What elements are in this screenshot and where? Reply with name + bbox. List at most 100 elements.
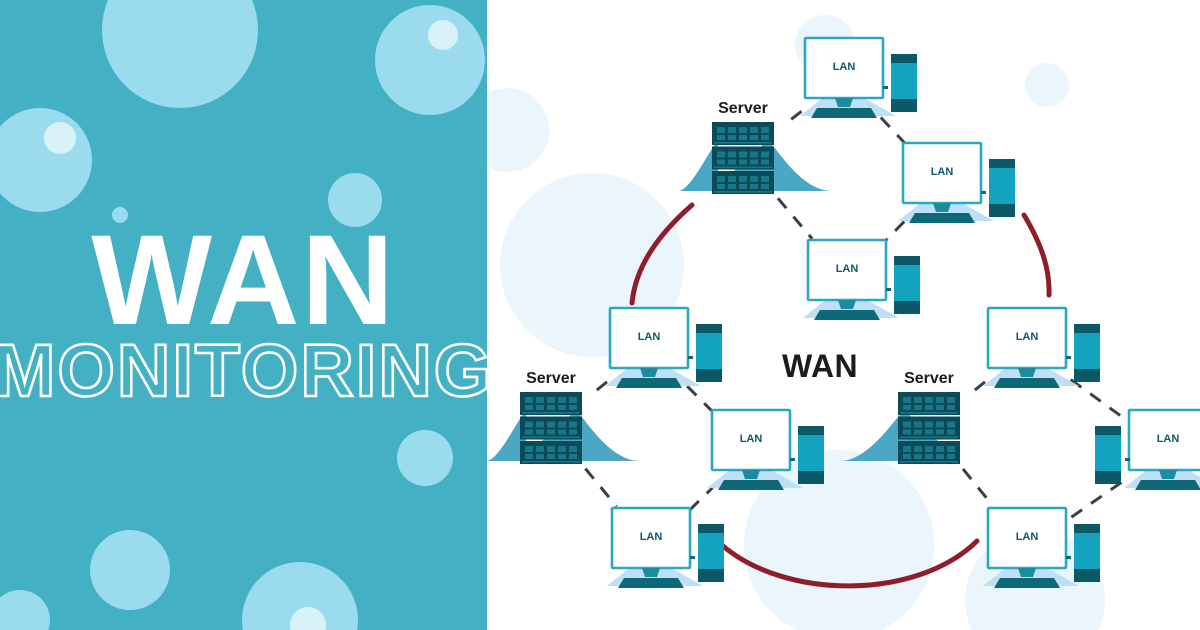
- tower-bottom-band: [1074, 569, 1100, 582]
- monitor-stand: [835, 98, 853, 107]
- dashed-link-2: [776, 197, 814, 240]
- monitor-stand: [933, 203, 951, 212]
- monitor-stand: [742, 470, 760, 479]
- lan-label: LAN: [1015, 531, 1039, 543]
- server-detail: [525, 446, 533, 452]
- server-detail: [761, 184, 769, 189]
- server-label: Server: [718, 100, 768, 117]
- cable-nub: [1066, 556, 1071, 559]
- server-detail: [925, 405, 933, 410]
- server-detail: [925, 429, 933, 435]
- bubble-5: [90, 530, 170, 610]
- server-detail: [739, 184, 747, 189]
- bubble-4: [328, 173, 382, 227]
- tower-top-band: [894, 256, 920, 265]
- bubble-highlight-7: [290, 607, 326, 630]
- bubble-highlight-1: [428, 20, 458, 50]
- server-detail: [936, 429, 944, 435]
- cable-nub: [883, 86, 888, 89]
- tower-bottom-band: [989, 204, 1015, 217]
- lan-label: LAN: [930, 166, 954, 178]
- cable-nub: [690, 556, 695, 559]
- server-detail: [914, 421, 922, 428]
- monitor-stand: [642, 568, 660, 577]
- server-detail: [936, 397, 944, 403]
- node-lan-upper-right: [898, 141, 1015, 223]
- page-title: WAN: [91, 209, 396, 353]
- cable-nub: [1066, 356, 1071, 359]
- server-detail: [569, 429, 577, 435]
- bubble-2: [0, 108, 92, 212]
- server-detail: [728, 176, 736, 182]
- server-detail: [914, 446, 922, 452]
- cable-nub: [790, 458, 795, 461]
- server-detail: [761, 176, 769, 182]
- bubble-highlight-2: [44, 122, 76, 154]
- lan-label: LAN: [637, 331, 661, 343]
- server-slot-line: [714, 166, 772, 169]
- bg-circle-3: [487, 88, 549, 172]
- tower-bottom-band: [891, 99, 917, 112]
- tower-top-band: [1074, 524, 1100, 533]
- server-detail: [903, 421, 911, 428]
- tower-top-band: [1074, 324, 1100, 333]
- server-unit-0: [898, 392, 960, 415]
- server-detail: [525, 429, 533, 435]
- server-detail: [947, 454, 955, 459]
- tower-top-band: [698, 524, 724, 533]
- monitor-stand: [640, 368, 658, 377]
- server-detail: [558, 454, 566, 459]
- network-nodes-group: [487, 36, 1200, 588]
- server-detail: [947, 429, 955, 435]
- bubble-1: [375, 5, 485, 115]
- dashed-link-10: [961, 468, 995, 507]
- server-detail: [525, 454, 533, 459]
- server-detail: [717, 184, 725, 189]
- server-detail: [536, 429, 544, 435]
- server-slot-line: [714, 191, 772, 193]
- bg-circle-5: [1025, 63, 1069, 107]
- server-detail: [569, 405, 577, 410]
- cable-nub: [1125, 458, 1130, 461]
- node-lan-bottom-right: [983, 506, 1100, 588]
- server-label: Server: [526, 370, 576, 387]
- server-detail: [536, 446, 544, 452]
- monitor-base: [909, 213, 975, 223]
- server-detail: [525, 421, 533, 428]
- bubble-3: [112, 207, 128, 223]
- server-detail: [936, 405, 944, 410]
- server-detail: [536, 397, 544, 403]
- server-unit-2: [712, 171, 774, 194]
- server-unit-2: [898, 441, 960, 464]
- monitor-stand: [838, 300, 856, 309]
- server-detail: [547, 454, 555, 459]
- monitor-base: [1135, 480, 1200, 490]
- server-detail: [525, 397, 533, 403]
- lan-label: LAN: [835, 263, 859, 275]
- dashed-link-1: [879, 116, 907, 145]
- server-detail: [547, 397, 555, 403]
- node-server-top: [678, 122, 832, 194]
- server-detail: [547, 429, 555, 435]
- monitor-base: [814, 310, 880, 320]
- server-detail: [717, 151, 725, 158]
- server-unit-0: [520, 392, 582, 415]
- server-detail: [750, 135, 758, 140]
- server-detail: [914, 397, 922, 403]
- server-slot-line: [522, 461, 580, 463]
- server-detail: [914, 429, 922, 435]
- server-detail: [750, 176, 758, 182]
- node-server-left: [487, 392, 640, 464]
- bubble-6: [397, 430, 453, 486]
- monitor-stand: [1018, 568, 1036, 577]
- server-unit-1: [520, 416, 582, 440]
- server-unit-2: [520, 441, 582, 464]
- node-lan-lower-center-l: [707, 408, 824, 490]
- lan-label: LAN: [1015, 331, 1039, 343]
- server-detail: [947, 397, 955, 403]
- server-detail: [547, 405, 555, 410]
- server-detail: [558, 421, 566, 428]
- server-hill-left: [678, 140, 718, 191]
